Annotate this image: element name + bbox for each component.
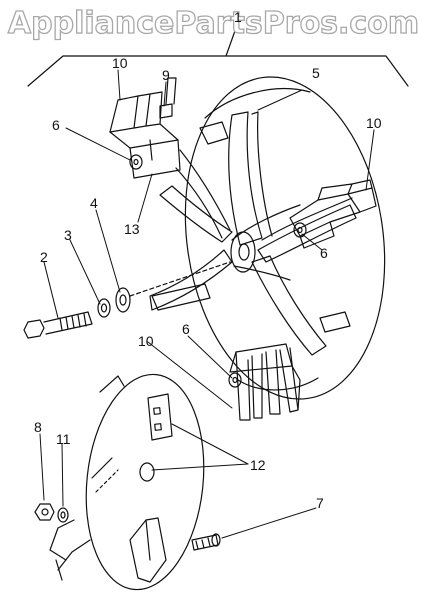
assembly-bracket <box>28 28 408 86</box>
callout-6-right: 6 <box>320 245 328 261</box>
callout-12: 12 <box>250 457 266 473</box>
pivot-bolt-lower <box>229 373 241 387</box>
blade-assembly-upper-left <box>110 78 230 238</box>
agitator-hub <box>231 205 300 280</box>
callout-3: 3 <box>64 227 72 243</box>
mounting-plate <box>50 369 214 596</box>
blade-assembly-lower <box>230 344 300 420</box>
callout-7: 7 <box>316 495 324 511</box>
agitator-arm-left <box>150 186 232 310</box>
callout-10-lower: 10 <box>138 333 154 349</box>
hex-bolt <box>24 312 92 338</box>
agitator-arm-lower <box>252 256 350 355</box>
callout-8: 8 <box>34 419 42 435</box>
agitator-arm-right <box>258 198 356 262</box>
assembly-axis-line <box>130 262 230 296</box>
flat-washer <box>116 288 130 312</box>
callout-2: 2 <box>40 249 48 265</box>
callout-6-lower: 6 <box>182 321 190 337</box>
blade-assembly-right <box>290 180 376 248</box>
callout-5: 5 <box>312 65 320 81</box>
agitator-disc <box>165 64 404 412</box>
callout-13: 13 <box>124 221 140 237</box>
nut-washer <box>58 508 68 522</box>
callout-9: 9 <box>162 67 170 83</box>
agitator-arm-upper <box>200 112 272 245</box>
pivot-bolt-upper <box>130 155 142 169</box>
hex-nut <box>35 504 54 520</box>
callout-6-upper: 6 <box>52 117 60 133</box>
callout-1: 1 <box>234 9 242 25</box>
pivot-bolt-right <box>294 223 306 237</box>
mounting-screw <box>192 534 220 550</box>
callout-11: 11 <box>56 431 71 447</box>
callout-10-upper: 10 <box>112 55 128 71</box>
callout-10-right: 10 <box>366 115 382 131</box>
lock-washer <box>98 299 110 317</box>
leader-lines <box>40 70 374 538</box>
callout-4: 4 <box>90 195 98 211</box>
